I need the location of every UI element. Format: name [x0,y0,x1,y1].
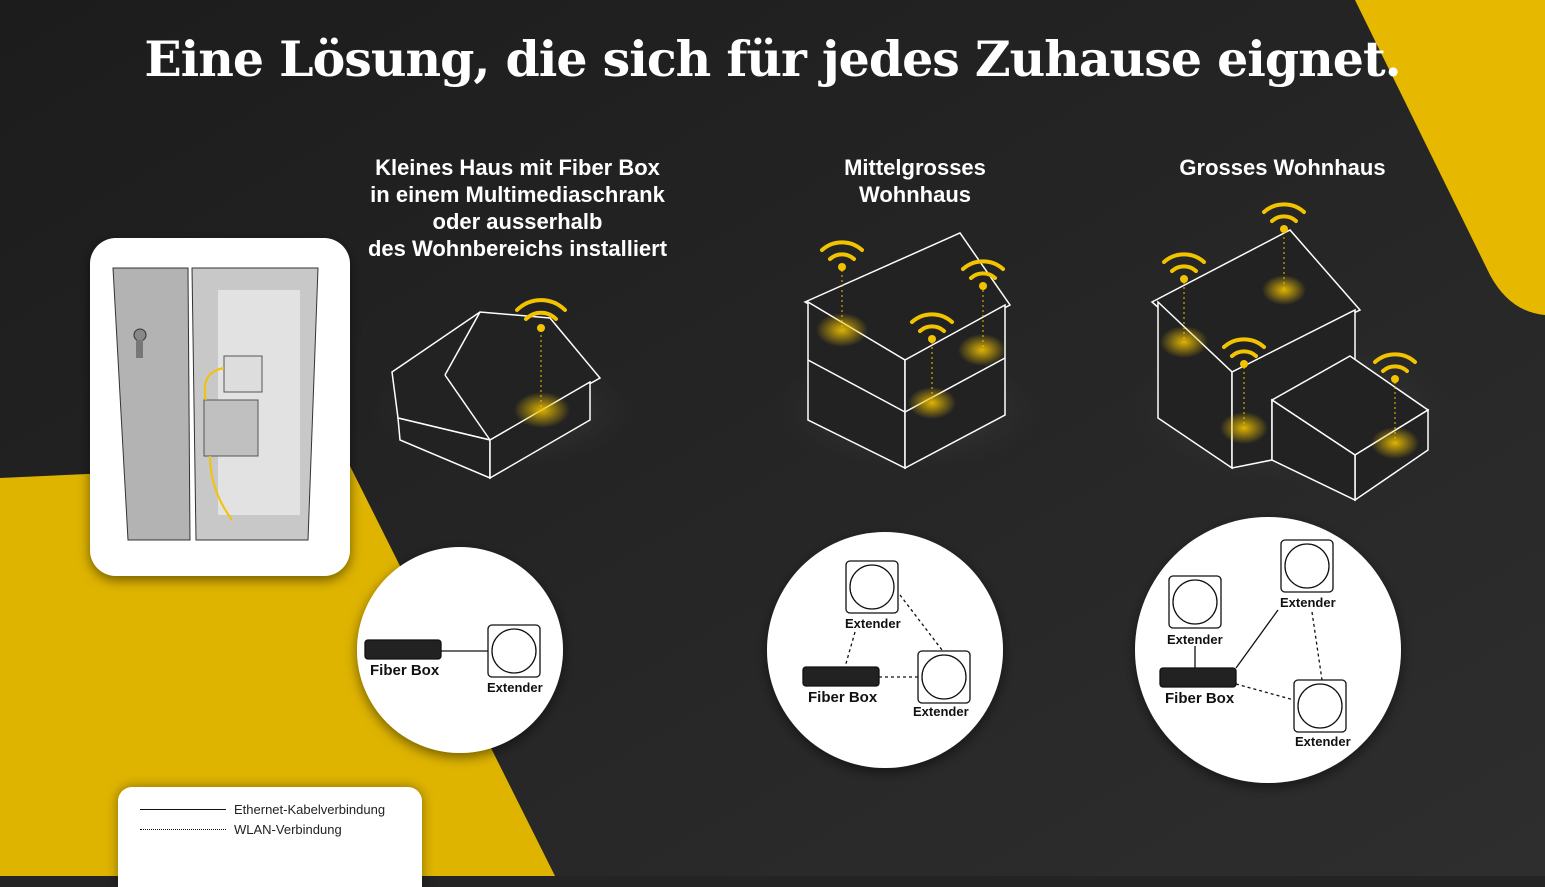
extender-label: Extender [913,704,969,719]
caption-large-house: Grosses Wohnhaus [1150,154,1415,181]
wifi-icon [515,202,1417,383]
legend-wlan: WLAN-Verbindung [140,822,342,837]
dotted-line-icon [140,829,226,830]
extender-label: Extender [1295,734,1351,749]
caption-line: des Wohnbereichs installiert [367,236,668,261]
extender-label: Extender [1167,632,1223,647]
page-title: Eine Lösung, die sich für jedes Zuhause … [144,30,1401,88]
fiber-box-label: Fiber Box [1165,690,1235,707]
solid-line-icon [140,809,226,810]
caption-small-house: Kleines Haus mit Fiber Box in einem Mult… [340,154,695,262]
caption-line: Wohnhaus [858,182,972,207]
legend-ethernet: Ethernet-Kabelverbindung [140,802,385,817]
extender-label: Extender [845,616,901,631]
cabinet-illustration [112,267,319,541]
legend: Ethernet-Kabelverbindung WLAN-Verbindung [118,787,422,887]
caption-line: Mittelgrosses [844,155,986,180]
legend-label: WLAN-Verbindung [234,822,342,837]
caption-line: oder ausserhalb [432,209,603,234]
caption-line: Grosses Wohnhaus [1179,155,1386,180]
network-diagram-medium [767,532,1003,768]
legend-label: Ethernet-Kabelverbindung [234,802,386,817]
network-diagram-small [357,547,563,753]
caption-medium-house: Mittelgrosses Wohnhaus [800,154,1030,208]
fiber-box-label: Fiber Box [370,662,440,679]
caption-line: Kleines Haus mit Fiber Box [375,155,660,180]
extender-label: Extender [1280,595,1336,610]
extender-label: Extender [487,680,543,695]
fiber-box-label: Fiber Box [808,689,878,706]
caption-line: in einem Multimediaschrank [370,182,665,207]
network-diagram-large [1135,517,1401,783]
yellow-shape-top-right [1355,0,1545,315]
